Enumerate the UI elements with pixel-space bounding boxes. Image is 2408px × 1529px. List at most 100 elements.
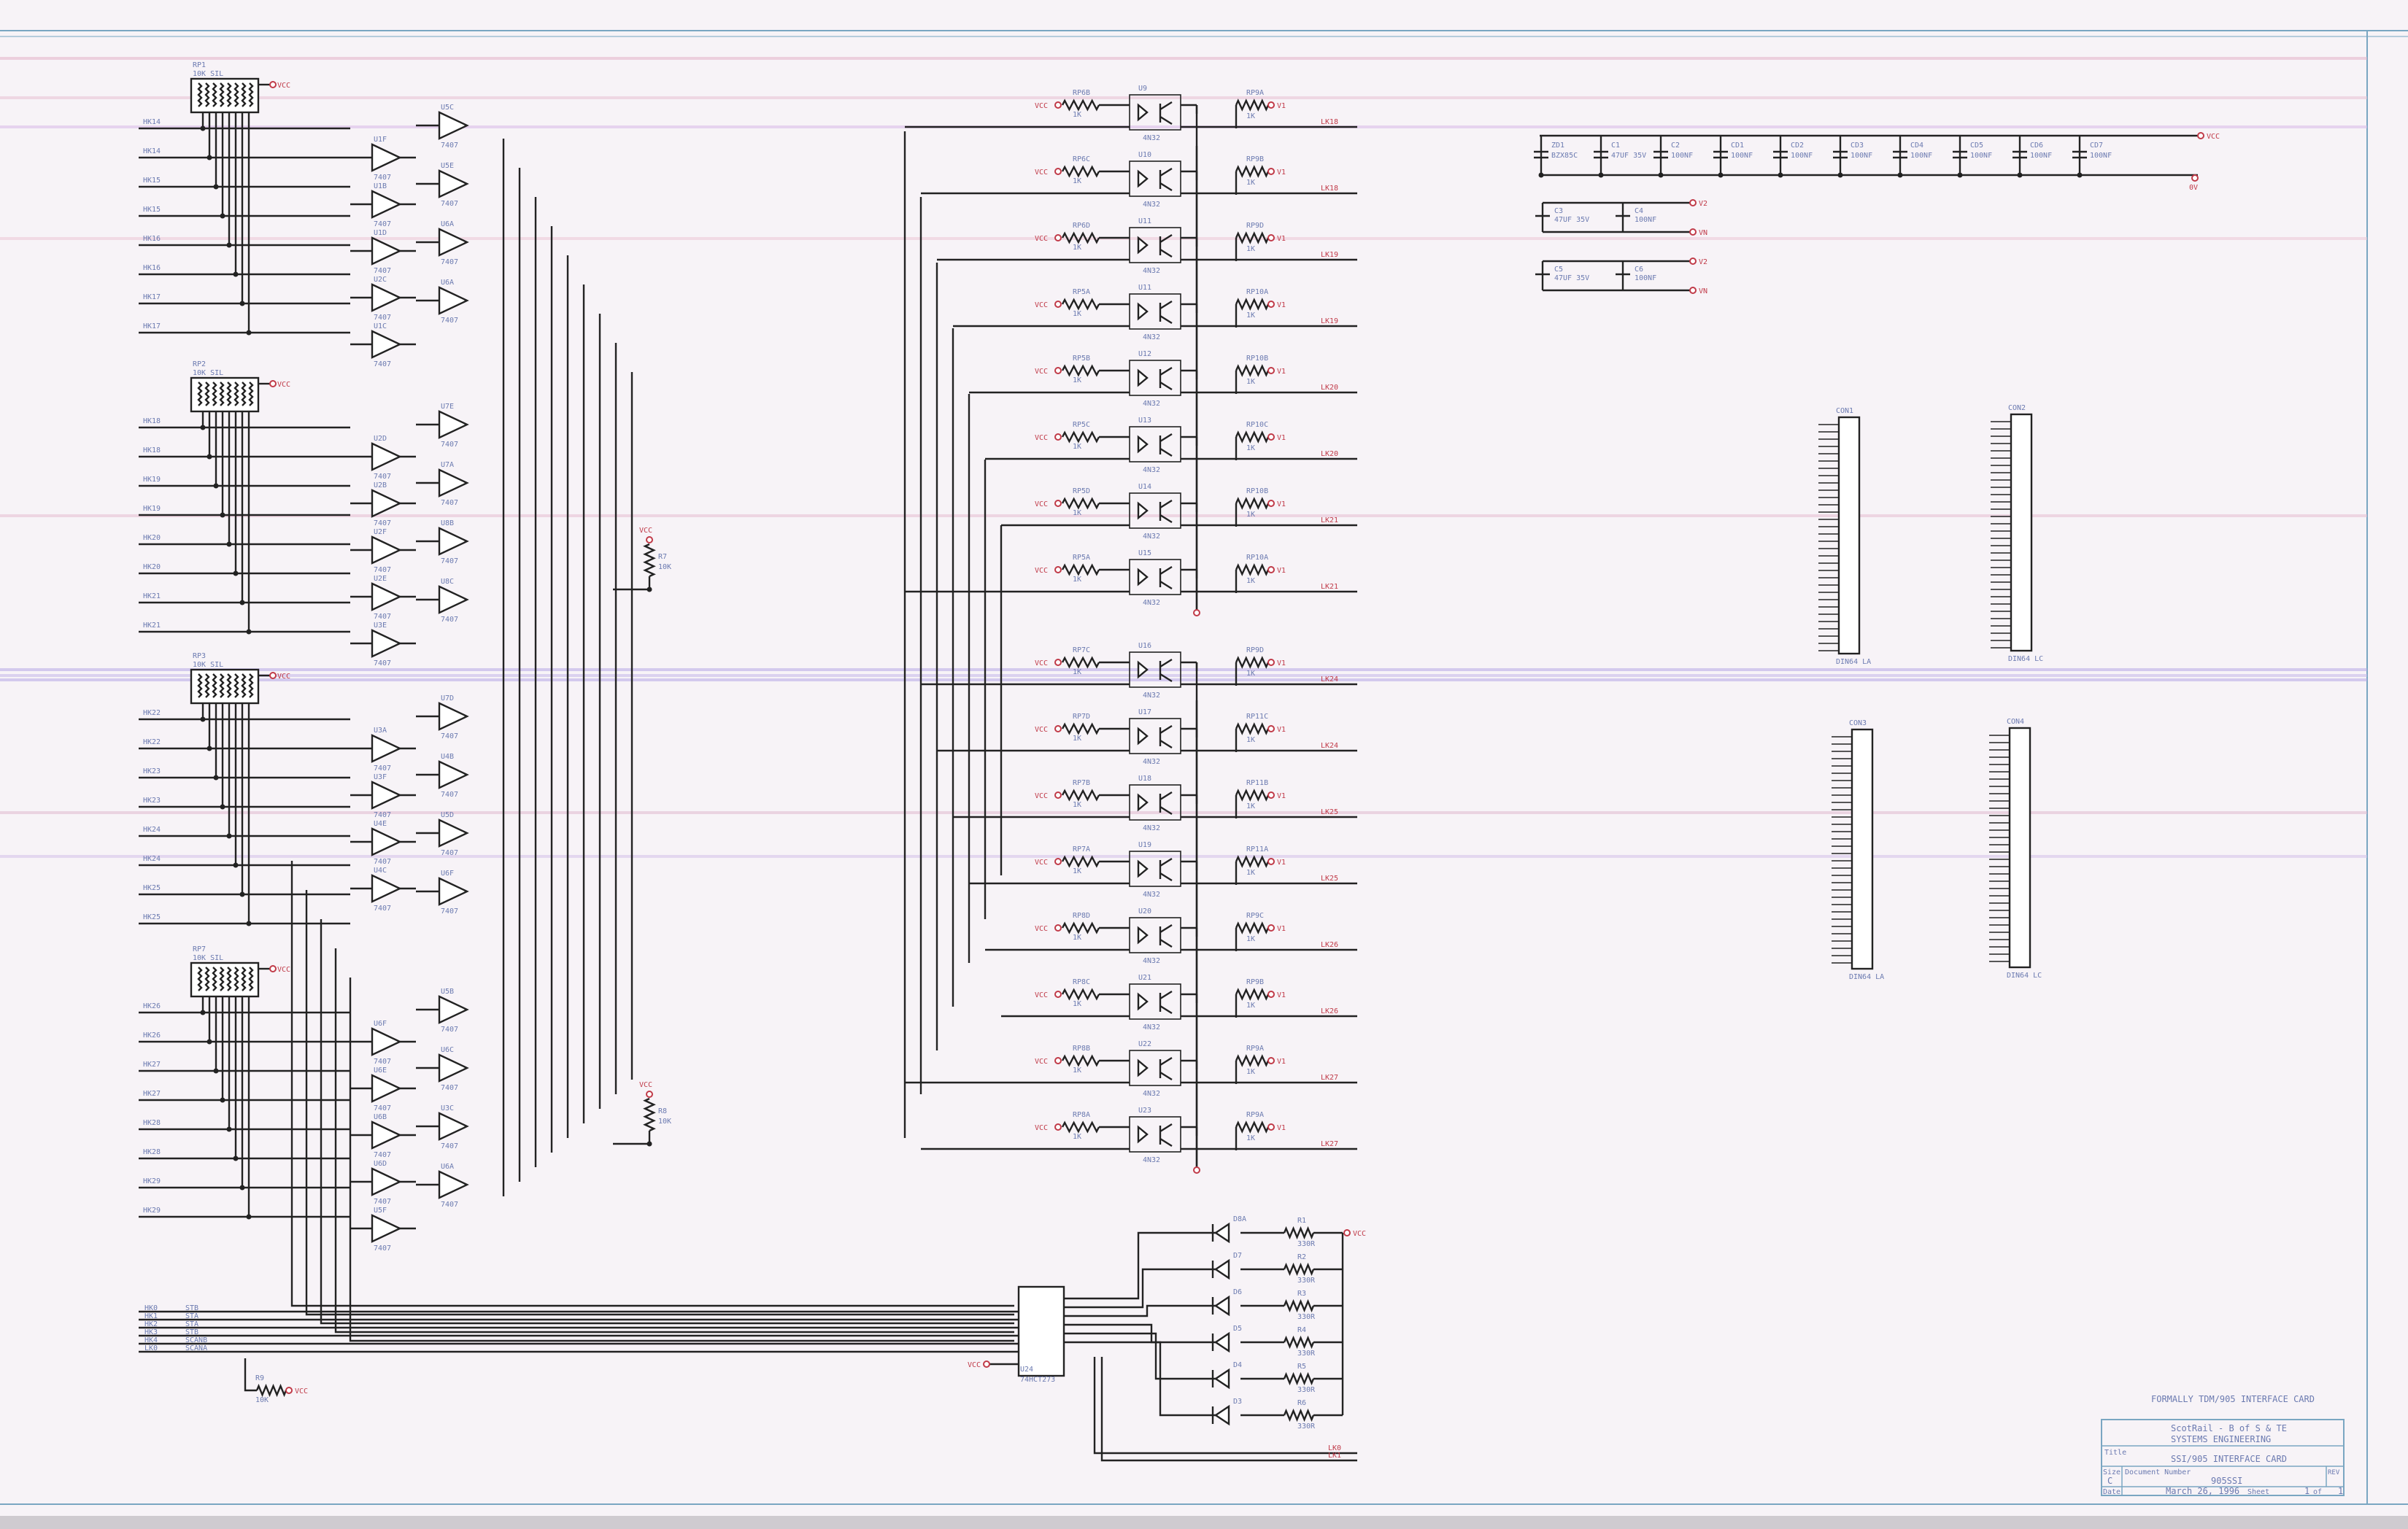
power-terminal — [2197, 132, 2204, 139]
power-terminal — [1267, 101, 1275, 109]
capacitor-ref: C3 — [1554, 207, 1563, 215]
power-terminal — [285, 1387, 293, 1394]
capacitor-ref: CD1 — [1731, 142, 1744, 150]
input-buffer — [371, 283, 402, 312]
power-terminal — [269, 380, 277, 387]
junction-dot — [239, 600, 245, 605]
buffer-part: 7407 — [441, 142, 458, 150]
v1-label: V1 — [1277, 169, 1286, 177]
output-net-label: LK21 — [1321, 516, 1338, 524]
buffer-ref: U2F — [374, 528, 387, 536]
output-net-label: LK0 — [1328, 1444, 1341, 1452]
vcc-label: VCC — [1035, 102, 1048, 110]
resistor-ref: RP8A — [1073, 1111, 1090, 1119]
power-terminal — [1054, 991, 1062, 998]
buffer-part: 7407 — [441, 200, 458, 208]
v1-label: V1 — [1277, 500, 1286, 508]
power-terminal — [1054, 1123, 1062, 1131]
led-resistor — [1283, 1335, 1315, 1350]
output-buffer — [438, 286, 469, 315]
resistor-value: 1K — [1246, 511, 1255, 519]
output-buffer — [438, 818, 469, 848]
opto-led-symbol — [1137, 793, 1149, 812]
input-buffer — [371, 330, 402, 359]
buffer-ref: U1B — [374, 182, 387, 190]
capacitor-value: 47UF 35V — [1554, 274, 1589, 282]
opto-input-resistor — [1061, 988, 1100, 1001]
output-resistor — [1235, 855, 1270, 868]
output-net-label: LK25 — [1321, 808, 1338, 816]
opto-transistor-symbol — [1159, 857, 1173, 882]
opto-transistor-symbol — [1159, 366, 1173, 391]
output-resistor — [1235, 563, 1270, 576]
output-net-label: LK20 — [1321, 450, 1338, 458]
junction-dot — [1897, 172, 1903, 178]
led-ref: D5 — [1233, 1325, 1242, 1333]
led-input-name: HK4 — [144, 1336, 158, 1344]
output-buffer — [438, 1170, 469, 1199]
resistor-value: 10K — [255, 1396, 269, 1404]
output-net-label: LK21 — [1321, 583, 1338, 591]
opto-coupler-body — [1129, 426, 1181, 462]
led-resistor — [1283, 1298, 1315, 1313]
vcc-label: VCC — [968, 1361, 981, 1369]
opto-ref: U17 — [1138, 708, 1151, 716]
opto-input-resistor — [1061, 656, 1100, 669]
pullup-resistor — [643, 1097, 656, 1132]
junction-dot — [246, 629, 252, 635]
resistor-ref: R6 — [1297, 1399, 1306, 1407]
junction-dot — [647, 587, 652, 592]
resistor-value: 1K — [1073, 1133, 1081, 1141]
doc-number: 905SSI — [2211, 1476, 2242, 1486]
resistor-pack-ref: RP1 — [193, 61, 206, 69]
input-signal-label: HK25 — [143, 884, 161, 892]
opto-coupler-body — [1129, 784, 1181, 821]
connector-ref: CON1 — [1836, 407, 1853, 415]
input-signal-label: HK26 — [143, 1002, 161, 1010]
led-diode — [1213, 1258, 1230, 1280]
opto-led-symbol — [1137, 926, 1149, 945]
resistor-ref: RP8D — [1073, 912, 1090, 920]
resistor-pack-value: 10K SIL — [193, 954, 223, 962]
resistor-pack-element — [204, 967, 210, 991]
resistor-pack-element — [226, 82, 232, 107]
resistor-pack-element — [219, 82, 225, 107]
resistor-ref: R4 — [1297, 1326, 1306, 1334]
output-net-label: LK26 — [1321, 1007, 1338, 1015]
input-signal-label: HK25 — [143, 913, 161, 921]
input-signal-label: HK17 — [143, 293, 161, 301]
sheet-label: Sheet — [2247, 1488, 2269, 1496]
opto-coupler-body — [1129, 227, 1181, 263]
resistor-value: 10K — [658, 563, 671, 571]
power-terminal — [646, 1091, 653, 1098]
opto-part: 4N32 — [1143, 824, 1160, 832]
buffer-part: 7407 — [374, 659, 391, 667]
rev-label: REV — [2328, 1469, 2340, 1476]
opto-coupler-body — [1129, 718, 1181, 754]
input-signal-label: HK24 — [143, 826, 161, 834]
resistor-ref: RP5B — [1073, 355, 1090, 363]
opto-part: 4N32 — [1143, 333, 1160, 341]
resistor-value: 1K — [1073, 1067, 1081, 1075]
input-signal-label: HK26 — [143, 1031, 161, 1040]
power-terminal — [1054, 301, 1062, 308]
buffer-part: 7407 — [374, 519, 391, 527]
opto-transistor-symbol — [1159, 565, 1173, 590]
output-buffer — [438, 877, 469, 906]
v1-label: V1 — [1277, 925, 1286, 933]
power-terminal — [646, 536, 653, 543]
junction-dot — [220, 213, 225, 219]
resistor-value: 330R — [1297, 1240, 1316, 1248]
buffer-ref: U5E — [441, 162, 454, 170]
sheet-number: 1 — [2304, 1486, 2309, 1496]
wire — [334, 948, 1014, 1333]
buffer-ref: U8C — [441, 578, 454, 586]
resistor-value: 1K — [1246, 802, 1255, 810]
resistor-pack — [190, 77, 260, 114]
capacitor-ref: C6 — [1635, 266, 1643, 274]
input-signal-label: HK29 — [143, 1207, 161, 1215]
buffer-part: 7407 — [374, 1198, 391, 1206]
junction-dot — [1837, 172, 1843, 178]
buffer-part: 7407 — [374, 174, 391, 182]
output-resistor — [1235, 298, 1270, 311]
